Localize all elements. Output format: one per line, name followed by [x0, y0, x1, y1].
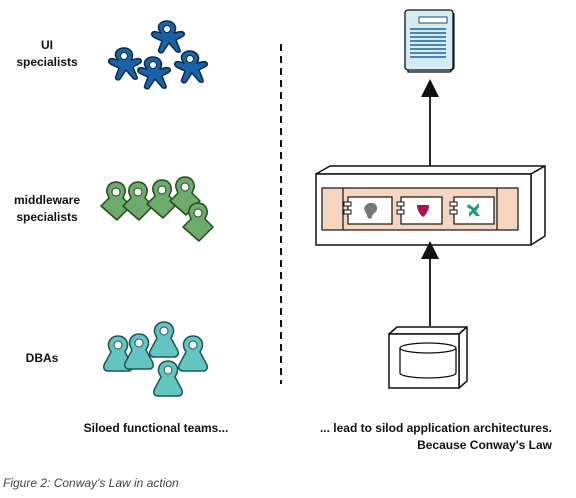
dba-person-icon: [152, 360, 184, 397]
ui-component: [343, 196, 393, 225]
middleware-team-label-line2: specialists: [16, 210, 78, 224]
ui-person-icon: [107, 47, 143, 81]
middleware-specialists-group: [100, 176, 214, 242]
document-icon: [404, 9, 455, 73]
star-icon: [467, 203, 480, 217]
middleware-person-icon: [122, 181, 154, 221]
right-footer-line1: ... lead to silod application architectu…: [320, 421, 552, 435]
application-box: [315, 165, 546, 246]
dba-group: [102, 321, 209, 397]
right-footer-line2: Because Conway's Law: [417, 438, 553, 452]
ui-person-icon: [136, 56, 172, 90]
ui-team-label-line2: specialists: [16, 55, 78, 69]
ui-person-icon: [150, 20, 186, 54]
dba-person-icon: [123, 333, 155, 370]
figure-caption: Figure 2: Conway's Law in action: [3, 476, 179, 490]
ui-specialists-group: [107, 20, 209, 90]
ui-team-label-line1: UI: [41, 38, 53, 52]
conway-diagram: UI specialists middleware specialists DB…: [14, 9, 553, 452]
left-footer-text: Siloed functional teams...: [84, 421, 229, 435]
middleware-component: [396, 196, 443, 225]
dba-person-icon: [177, 335, 209, 372]
database-component: [449, 196, 495, 225]
middleware-team-label-line1: middleware: [14, 193, 80, 207]
grey-blob-icon: [364, 202, 378, 219]
dba-team-label: DBAs: [26, 351, 59, 365]
ui-person-icon: [173, 50, 209, 84]
database-box: [388, 326, 468, 389]
middleware-person-icon: [100, 181, 132, 221]
heart-icon: [417, 205, 429, 217]
dba-person-icon: [148, 321, 180, 358]
